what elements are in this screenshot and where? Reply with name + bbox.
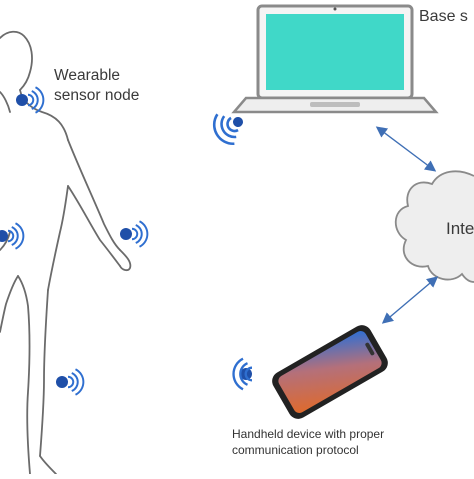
wifi-signal-icon: [206, 107, 245, 151]
handheld-device-label: Handheld device with proper communicatio…: [232, 426, 384, 458]
arrow-cloud-phone: [381, 276, 439, 324]
handheld-label-line1: Handheld device with proper: [232, 427, 385, 441]
handheld-label-line2: communication protocol: [232, 443, 359, 457]
sensor-node-neck: [16, 86, 45, 114]
phone-wifi-signal-icon: [232, 357, 254, 391]
wearable-label-line2: sensor node: [54, 87, 140, 104]
human-body-outline: [0, 30, 132, 475]
sensor-node-ankle: [56, 368, 85, 396]
arrow-laptop-cloud: [375, 126, 437, 172]
internet-label: Inte: [446, 219, 474, 238]
connection-arrows: [375, 126, 439, 324]
wearable-label-line1: Wearable: [54, 67, 121, 84]
sensor-node-waist: [0, 222, 25, 250]
smartphone-icon: [272, 325, 388, 419]
sensor-node-wrist: [120, 220, 149, 248]
body-sensors: [0, 86, 149, 396]
wearable-sensor-label: Wearable sensor node: [54, 66, 139, 106]
laptop-icon: [231, 4, 439, 114]
base-station-label: Base s: [419, 8, 468, 25]
cloud-icon: [394, 170, 474, 283]
